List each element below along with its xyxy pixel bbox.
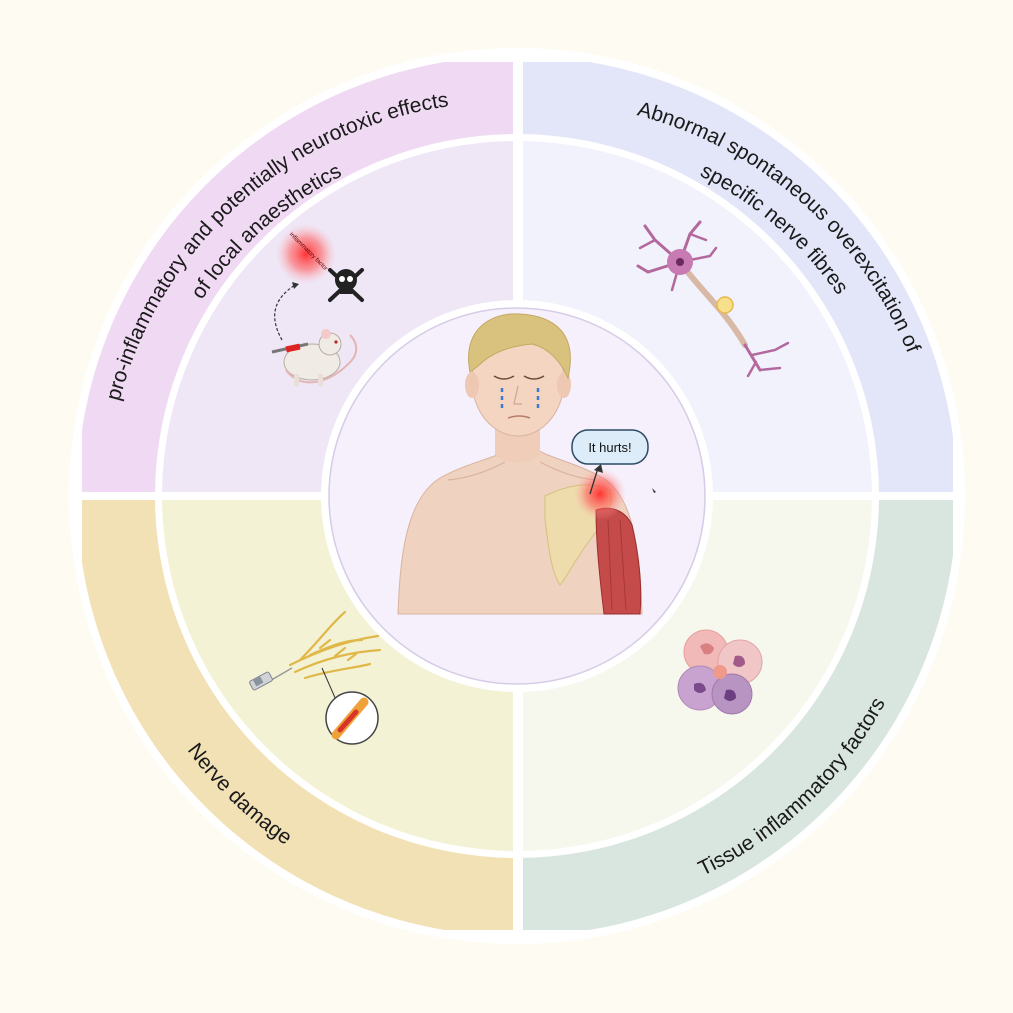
nerve-fibre-icon bbox=[288, 610, 382, 680]
pain-spot-icon bbox=[574, 468, 626, 520]
magnifier-line bbox=[321, 667, 337, 701]
neuron-excitation-spot bbox=[716, 296, 734, 314]
inflammatory-factor-icon: inflammatory factor bbox=[276, 224, 336, 284]
cursor-mark bbox=[652, 488, 656, 493]
mouse-injection-icon bbox=[271, 329, 358, 386]
speech-arrow bbox=[589, 467, 599, 495]
arrow-head bbox=[292, 282, 299, 289]
neuron-nucleus bbox=[676, 258, 684, 266]
speech-arrow-head bbox=[594, 464, 603, 473]
immune-cells-icon bbox=[677, 629, 763, 715]
skull-crossbones-icon bbox=[328, 268, 364, 302]
magnified-nerve-icon bbox=[325, 691, 379, 745]
syringe-icon bbox=[249, 667, 293, 691]
speech-bubble-text: It hurts! bbox=[588, 440, 631, 455]
speech-bubble bbox=[571, 429, 649, 465]
arrow-to-factor bbox=[274, 284, 296, 341]
